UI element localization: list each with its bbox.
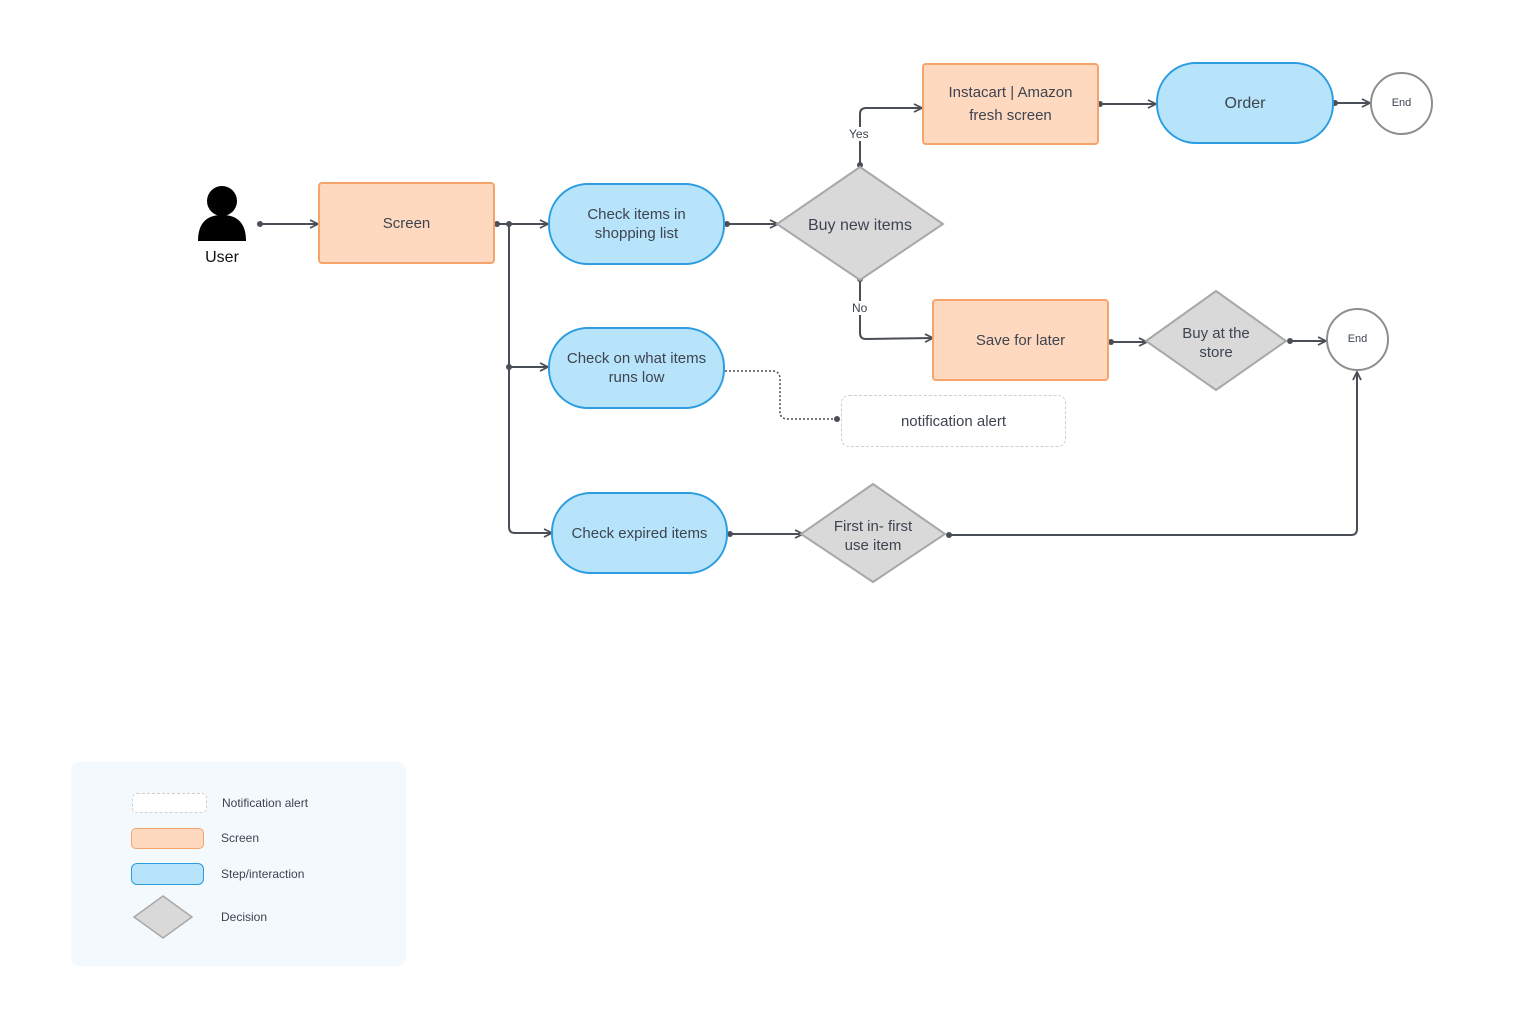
check-expired-node[interactable]: Check expired items [551, 492, 728, 574]
buy-at-store-label: Buy at the store [1182, 325, 1250, 361]
buy-new-items-label: Buy new items [807, 216, 913, 234]
user-label: User [205, 248, 239, 266]
decision-first-in [799, 482, 947, 584]
notification-alert-node[interactable]: notification alert [841, 395, 1066, 447]
user-icon [198, 186, 246, 241]
decision-buy-new [775, 165, 945, 282]
decision-buy-store [1144, 289, 1288, 392]
legend-decision-label: Decision [221, 910, 268, 924]
save-for-later-node[interactable]: Save for later [932, 299, 1109, 381]
edge-firstin-end [949, 372, 1357, 536]
screen-node[interactable]: Screen [318, 182, 495, 264]
legend-step-label: Step/interaction [221, 867, 305, 881]
order-node[interactable]: Order [1156, 62, 1334, 144]
legend-notification-swatch [132, 793, 207, 813]
no-label: No [851, 301, 869, 315]
end-node-top[interactable]: End [1370, 72, 1433, 135]
legend-screen-label: Screen [221, 831, 260, 845]
legend-step-swatch [131, 863, 204, 885]
check-runs-low-node[interactable]: Check on what items runs low [548, 327, 725, 409]
legend-panel: Notification alert Screen Step/interacti… [71, 762, 406, 966]
edge-no [859, 279, 933, 339]
legend-decision-swatch [132, 895, 194, 939]
edge-screen-trunk [508, 224, 552, 533]
edge-low-notification [725, 370, 837, 420]
yes-label: Yes [848, 127, 870, 141]
edge-yes [859, 108, 922, 165]
first-in-first-use-label: First in- first use item [833, 518, 913, 554]
end-node-mid[interactable]: End [1326, 308, 1389, 371]
instacart-screen-node[interactable]: Instacart | Amazon fresh screen [922, 63, 1099, 145]
legend-notification-label: Notification alert [222, 796, 309, 810]
check-shopping-list-node[interactable]: Check items in shopping list [548, 183, 725, 265]
legend-screen-swatch [131, 828, 204, 849]
